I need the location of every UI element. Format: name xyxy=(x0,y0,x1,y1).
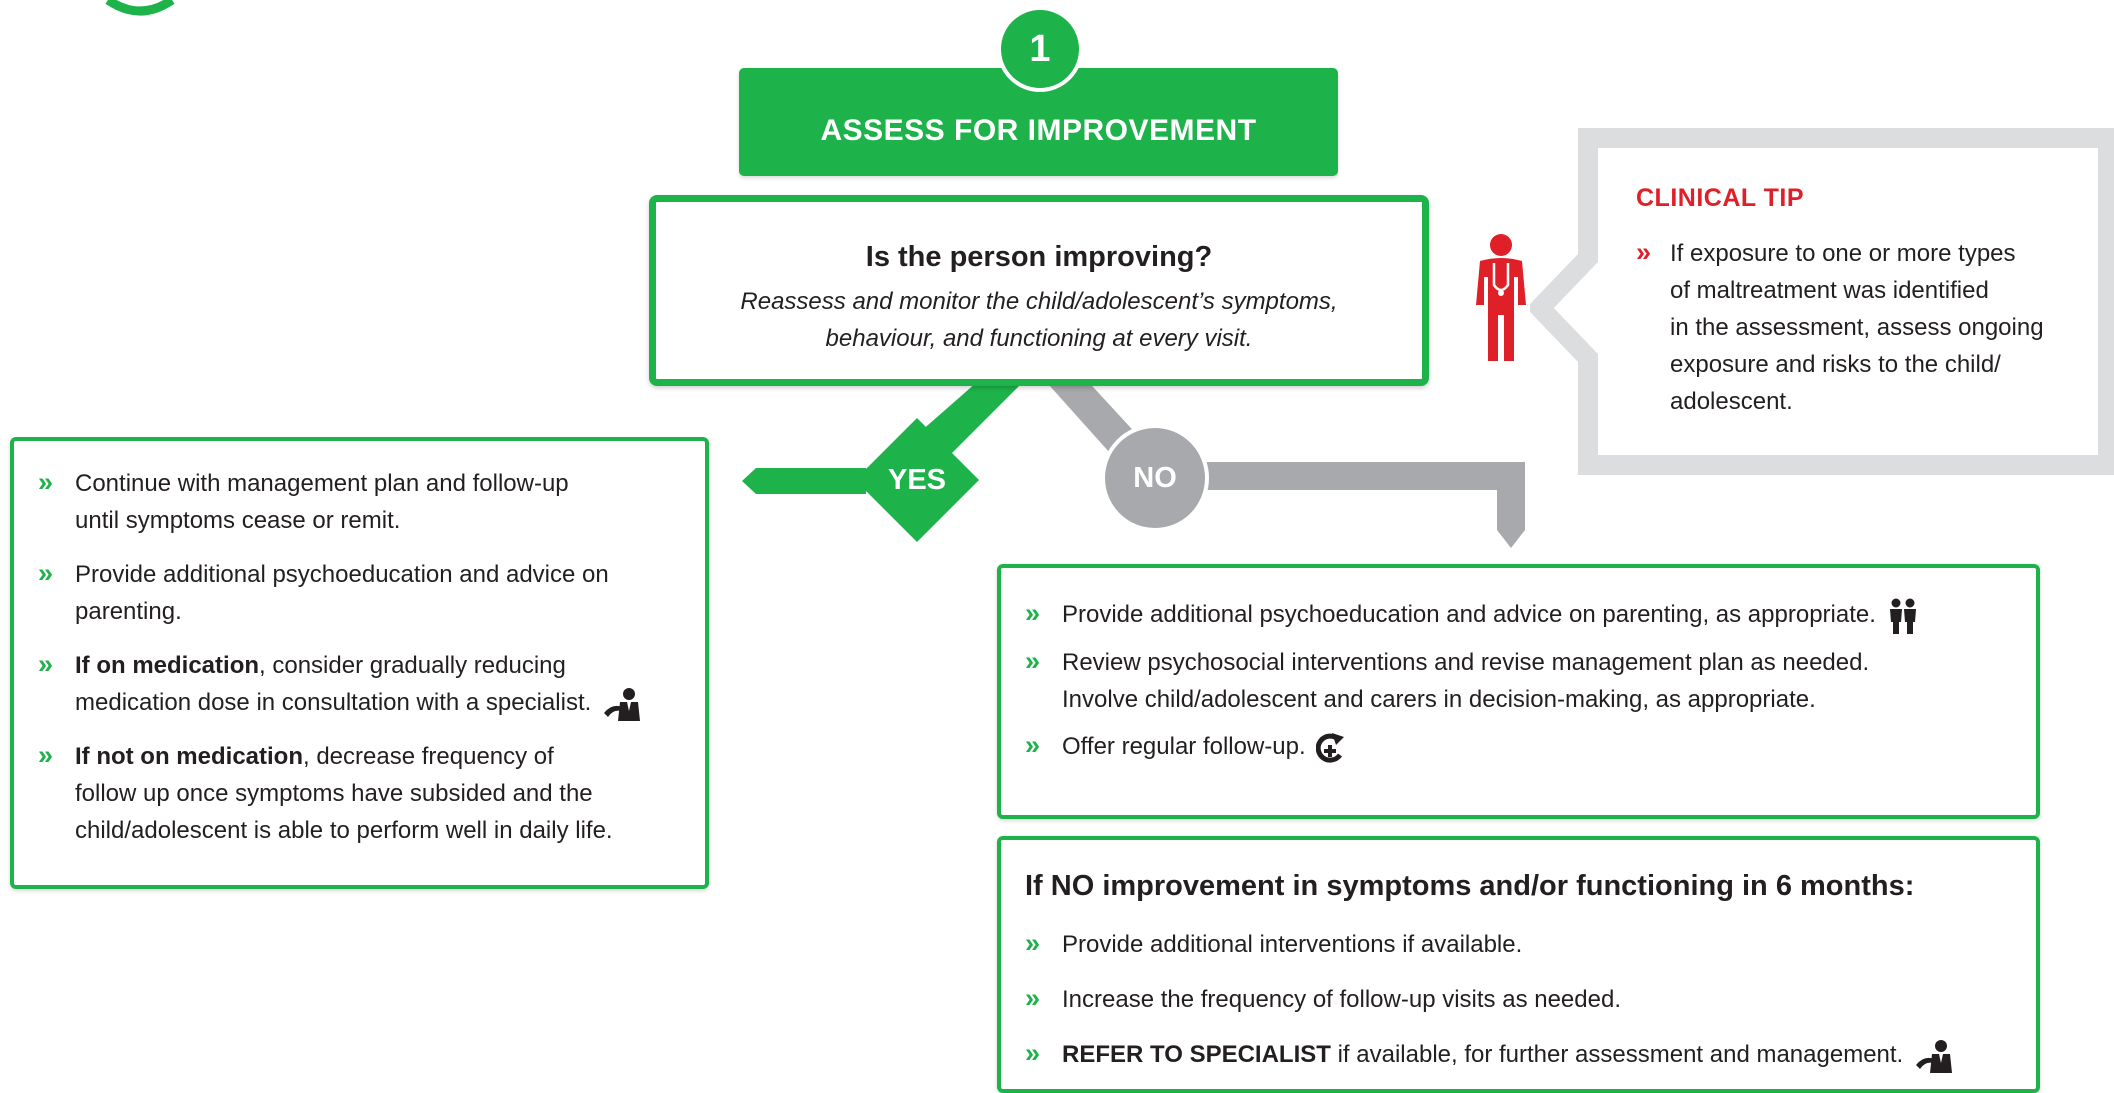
question-title: Is the person improving? xyxy=(865,241,1213,273)
bullet-chevron: » xyxy=(1025,729,1041,760)
bullet-chevron: » xyxy=(1025,983,1041,1013)
clinical-tip-line: If exposure to one or more types xyxy=(1670,240,2016,267)
yes-label: YES xyxy=(887,464,947,496)
step-number-badge: 1 xyxy=(997,6,1083,92)
clinical-tip-line: in the assessment, assess ongoing xyxy=(1670,314,2044,341)
no-improvement-item: » REFER TO SPECIALIST if available, for … xyxy=(1025,1036,2025,1073)
step-number: 1 xyxy=(1029,28,1051,70)
no-improvement-heading: If NO improvement in symptoms and/or fun… xyxy=(1025,870,1915,902)
yes-box: » Continue with management plan and foll… xyxy=(10,437,709,889)
bullet-chevron: » xyxy=(38,467,54,497)
clinician-icon xyxy=(1474,233,1528,366)
yes-connector-horizontal xyxy=(742,468,866,494)
specialist-icon xyxy=(1915,1039,1954,1073)
no-label: NO xyxy=(1133,462,1177,494)
no-connector-horizontal xyxy=(1195,462,1525,490)
no-improvement-item: » Increase the frequency of follow-up vi… xyxy=(1025,981,2025,1018)
clinical-tip-callout xyxy=(1530,128,2114,475)
bullet-chevron: » xyxy=(1025,1038,1041,1068)
no-improvement-box: If NO improvement in symptoms and/or fun… xyxy=(997,836,2040,1093)
yes-item: » If on medication, consider gradually r… xyxy=(38,647,688,721)
yes-diamond xyxy=(855,418,979,542)
clinical-tip-line: adolescent. xyxy=(1670,388,1793,415)
no-connector-arrowhead xyxy=(1497,517,1525,548)
bullet-chevron: » xyxy=(1025,928,1041,958)
question-box: Is the person improving? Reassess and mo… xyxy=(649,195,1429,386)
clinical-tip-bullet: » xyxy=(1636,237,1652,267)
clinical-tip-heading: CLINICAL TIP xyxy=(1636,184,1805,212)
yes-connector-diagonal xyxy=(920,375,1030,455)
question-subtitle-line-2: behaviour, and functioning at every visi… xyxy=(825,325,1253,352)
yes-item: » Continue with management plan and foll… xyxy=(38,467,569,534)
corner-decoration xyxy=(105,0,175,16)
no-item: » Review psychosocial interventions and … xyxy=(1025,645,1870,713)
yes-item: » If not on medication, decrease frequen… xyxy=(38,740,613,844)
question-subtitle-line-1: Reassess and monitor the child/adolescen… xyxy=(740,288,1338,315)
bullet-chevron: » xyxy=(38,649,54,679)
no-circle xyxy=(1101,424,1209,532)
clinical-tip-line: of maltreatment was identified xyxy=(1670,277,1989,304)
bullet-chevron: » xyxy=(38,740,54,770)
bullet-chevron: » xyxy=(38,558,54,588)
bullet-chevron: » xyxy=(1025,645,1041,676)
no-item: » Provide additional psychoeducation and… xyxy=(1025,596,2025,634)
clinical-tip-body: » If exposure to one or more types of ma… xyxy=(1636,235,2076,420)
no-item: » Offer regular follow-up. xyxy=(1025,728,2025,765)
clinical-tip-line: exposure and risks to the child/ xyxy=(1670,351,2001,378)
bullet-chevron: » xyxy=(1025,598,1041,628)
step-title: ASSESS FOR IMPROVEMENT xyxy=(820,114,1257,147)
no-box: » Provide additional psychoeducation and… xyxy=(997,564,2040,819)
follow-up-icon xyxy=(1316,731,1346,763)
no-improvement-item: » Provide additional interventions if av… xyxy=(1025,926,2025,963)
no-connector-vertical xyxy=(1497,462,1525,517)
parents-icon xyxy=(1889,598,1917,634)
specialist-icon xyxy=(603,687,642,721)
yes-item: » Provide additional psychoeducation and… xyxy=(38,558,609,625)
